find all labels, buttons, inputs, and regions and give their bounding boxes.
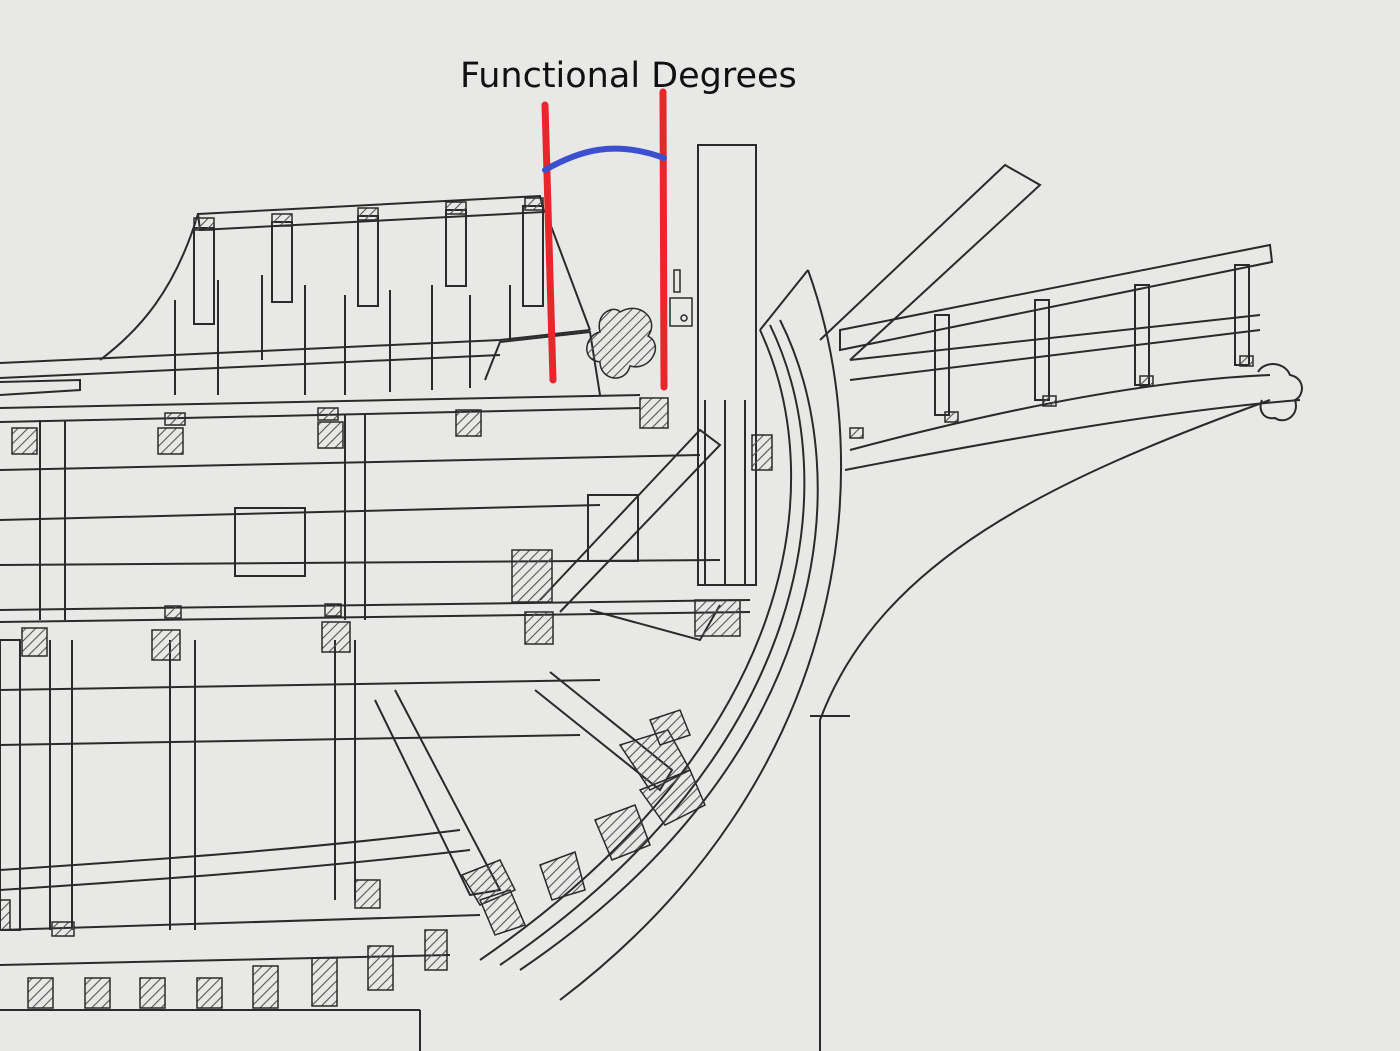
- cutwater-curve: [819, 399, 1271, 1051]
- head-rail-mid: [849, 314, 1261, 361]
- windlass: [586, 269, 693, 379]
- upper-deck-line: [0, 329, 591, 364]
- right-angle-marker: [659, 88, 668, 391]
- head-rail-lower: [849, 374, 1271, 451]
- bowsprit-post: [697, 144, 757, 586]
- floor-line-1: [0, 914, 481, 931]
- deck-wale-1: [0, 454, 701, 471]
- forecastle-slope: [544, 209, 591, 331]
- figurehead-scroll: [1257, 363, 1303, 422]
- stem-inner-curve: [479, 329, 793, 961]
- head-rail-lower-2: [844, 399, 1301, 471]
- hull-line-work: [0, 144, 1301, 1051]
- head-rail-upper: [839, 243, 1274, 352]
- head-rail-mid-2: [849, 329, 1261, 381]
- floor-curve-2: [0, 849, 471, 891]
- floor-curve: [0, 829, 461, 871]
- forecastle-curve: [99, 213, 199, 361]
- functional-degrees-annotation: [541, 88, 668, 391]
- gun-port-wedge: [484, 330, 601, 396]
- angle-arc: [542, 145, 667, 173]
- upper-diagonal-brace: [539, 428, 722, 613]
- lower-wale-2: [0, 734, 581, 746]
- left-angle-marker: [541, 101, 557, 384]
- hatched-timber-sections: [0, 197, 1254, 1009]
- vertical-stanchions: [0, 415, 639, 931]
- stem-curve-2: [499, 324, 806, 966]
- lower-wale-1: [0, 679, 601, 691]
- upper-deck-line-2: [0, 354, 501, 379]
- annotation-label: Functional Degrees: [460, 56, 797, 96]
- stem-curve-3: [519, 319, 819, 971]
- stem-outer-curve: [559, 269, 842, 1001]
- lower-deck-top: [0, 599, 751, 611]
- rail-cap: [0, 378, 81, 396]
- main-deck-top: [0, 394, 641, 409]
- lower-deck-bottom: [0, 611, 751, 623]
- stem-head: [759, 269, 809, 331]
- deck-wale-2: [0, 504, 601, 521]
- cathead-diagonal: [819, 163, 1042, 361]
